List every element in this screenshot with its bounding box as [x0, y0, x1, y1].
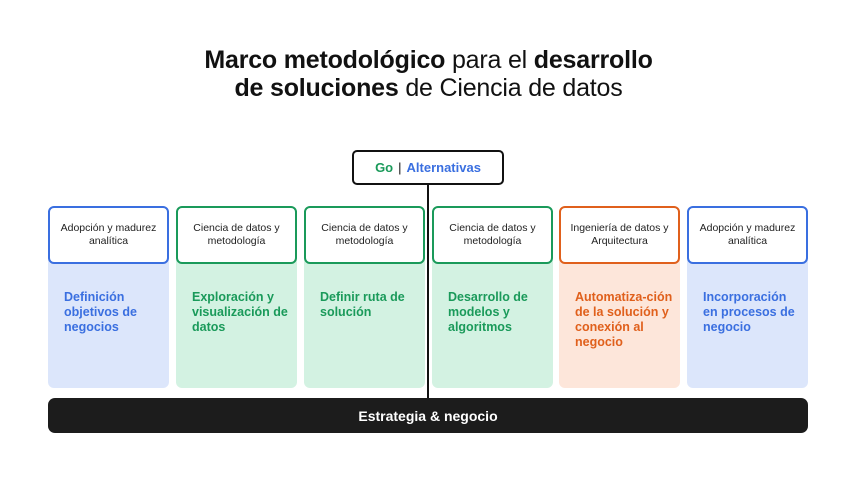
title-line-2: de soluciones de Ciencia de datos — [0, 74, 857, 102]
column-body: Definición objetivos de negocios — [64, 290, 137, 334]
title-part-1: Marco metodológico — [204, 46, 446, 74]
column-body: Desarrollo de modelos y algoritmos — [448, 290, 528, 334]
column-header: Ciencia de datos y metodología — [176, 206, 297, 264]
title-part-3: desarrollo — [533, 46, 653, 74]
column-panel — [48, 256, 169, 388]
strategy-business-bar: Estrategia & negocio — [48, 398, 808, 433]
go-label: Go — [375, 160, 394, 175]
alternatives-label: Alternativas — [406, 160, 481, 175]
column-header: Ingeniería de datos y Arquitectura — [559, 206, 680, 264]
title-part-4: de soluciones — [234, 74, 399, 102]
column-body: Incorporación en procesos de negocio — [703, 290, 795, 334]
column-body: Definir ruta de solución — [320, 290, 405, 319]
column-header: Adopción y madurez analítica — [687, 206, 808, 264]
diagram-title: Marco metodológico para el desarrollo de… — [0, 46, 857, 102]
column-header: Ciencia de datos y metodología — [432, 206, 553, 264]
column-panel — [176, 256, 297, 388]
title-line-1: Marco metodológico para el desarrollo — [0, 46, 857, 74]
column-body: Exploración y visualización de datos — [192, 290, 288, 334]
connector-line — [427, 184, 429, 400]
column-panel — [432, 256, 553, 388]
column-header: Ciencia de datos y metodología — [304, 206, 425, 264]
go-alternatives-box: Go | Alternativas — [352, 150, 504, 185]
column-panel — [687, 256, 808, 388]
column-body: Automatiza-ción de la solución y conexió… — [575, 290, 673, 349]
column-panel — [304, 256, 425, 388]
separator: | — [398, 160, 402, 175]
column-panel — [559, 256, 680, 388]
title-part-5: de Ciencia de datos — [398, 74, 623, 102]
title-part-2: para el — [445, 46, 534, 74]
column-header: Adopción y madurez analítica — [48, 206, 169, 264]
